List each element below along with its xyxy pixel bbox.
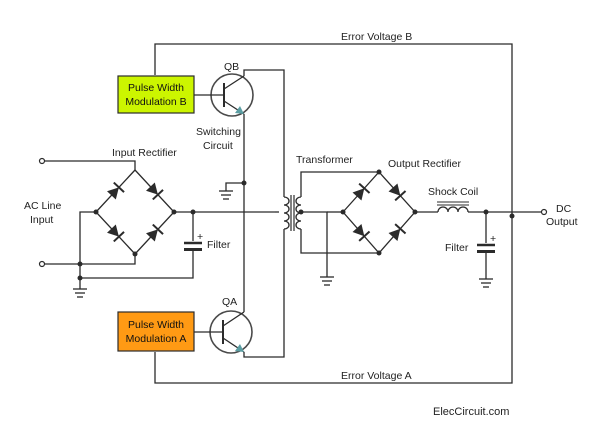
error-voltage-a-label: Error Voltage A <box>341 370 412 382</box>
pwm-a-line1: Pulse Width <box>128 319 184 331</box>
watermark: ElecCircuit.com <box>433 406 509 418</box>
ground-switch <box>219 190 233 200</box>
ac-input-terminal-bottom <box>38 260 46 268</box>
input-rectifier-label: Input Rectifier <box>112 147 177 159</box>
shock-coil-label: Shock Coil <box>428 186 478 198</box>
qb-label: QB <box>224 61 239 73</box>
output-cap-plus: + <box>490 233 496 245</box>
qb-emitter-arrow <box>235 106 244 114</box>
transistor-qa <box>194 310 253 354</box>
ground-output <box>479 278 493 288</box>
ground-secondary <box>320 276 334 286</box>
output-filter-capacitor: + <box>477 212 496 279</box>
input-filter-label: Filter <box>207 239 231 251</box>
ac-line-label-2: Input <box>30 214 53 226</box>
shock-coil <box>437 201 469 213</box>
error-voltage-b-label: Error Voltage B <box>341 31 412 43</box>
pwm-b-line1: Pulse Width <box>128 82 184 94</box>
pwm-a-box: Pulse Width Modulation A <box>117 311 195 352</box>
dc-output-label-1: DC <box>556 203 572 215</box>
pwm-b-box: Pulse Width Modulation B <box>117 75 195 114</box>
input-bridge-rectifier <box>95 169 175 255</box>
ac-line-label-1: AC Line <box>24 200 62 212</box>
qa-label: QA <box>222 296 237 308</box>
dc-output-label-2: Output <box>546 216 578 228</box>
output-filter-label: Filter <box>445 242 469 254</box>
pwm-b-line2: Modulation B <box>125 96 186 108</box>
pwm-a-line2: Modulation A <box>126 333 187 345</box>
switching-label-2: Circuit <box>203 140 233 152</box>
input-cap-plus: + <box>197 231 203 243</box>
ac-input-terminal-top <box>38 157 46 165</box>
error-voltage-a-wire <box>154 216 513 384</box>
qa-emitter-arrow <box>235 344 244 352</box>
transformer <box>275 195 302 231</box>
output-bridge-rectifier <box>342 171 416 254</box>
transformer-label: Transformer <box>296 154 353 166</box>
input-filter-capacitor: + <box>80 212 203 279</box>
ground-input <box>73 278 87 298</box>
error-voltage-b-wire <box>154 43 513 216</box>
output-rectifier-label: Output Rectifier <box>388 158 461 170</box>
switching-label-1: Switching <box>196 126 241 138</box>
dc-output-terminal <box>540 208 548 216</box>
transistor-qb <box>194 73 254 117</box>
